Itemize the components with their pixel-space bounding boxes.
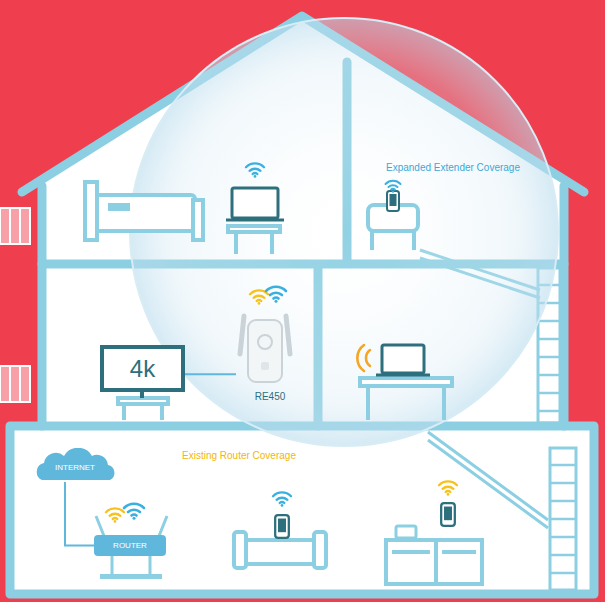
connector-line <box>185 374 236 375</box>
node-text: 4k <box>130 355 155 383</box>
node-text: RE450 <box>236 391 304 402</box>
router-box: ROUTER <box>94 535 166 556</box>
internet-cloud: INTERNET <box>32 448 118 482</box>
coverage-label: Existing Router Coverage <box>182 450 296 461</box>
range-extender: RE450 <box>236 302 304 402</box>
coverage-label: Expanded Extender Coverage <box>386 162 520 173</box>
connector-line <box>65 482 94 546</box>
node-text: ROUTER <box>113 541 147 550</box>
tv-screen: 4k <box>100 345 185 392</box>
node-text: INTERNET <box>55 459 95 472</box>
extender-device <box>236 302 294 402</box>
